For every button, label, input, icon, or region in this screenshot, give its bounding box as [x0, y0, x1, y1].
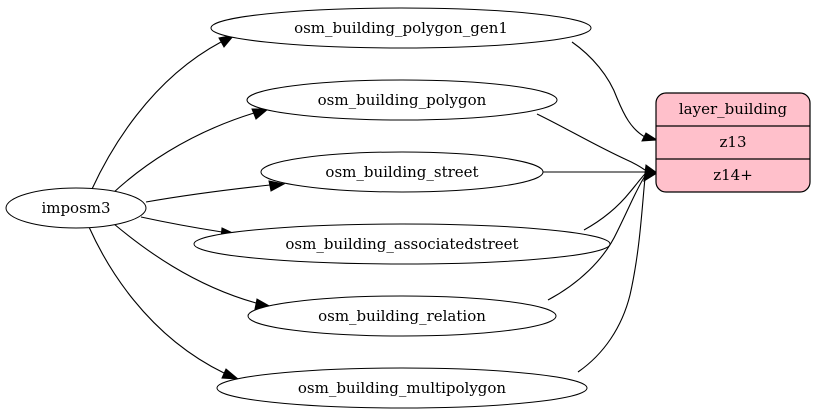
arrowhead-polygon — [251, 108, 270, 120]
node-osm-building-associatedstreet[interactable]: osm_building_associatedstreet — [193, 223, 611, 265]
osm-building-polygon-gen1-label: osm_building_polygon_gen1 — [294, 19, 508, 37]
osm-building-polygon-ellipse[interactable] — [246, 79, 558, 121]
node-osm-building-polygon-gen1[interactable]: osm_building_polygon_gen1 — [210, 7, 592, 49]
osm-building-polygon-label: osm_building_polygon — [318, 91, 487, 109]
layer-building-box[interactable] — [655, 92, 811, 193]
layer-building-z13-label: z13 — [720, 133, 747, 151]
node-imposm3[interactable]: imposm3 — [5, 187, 147, 229]
edge-imposm3-to-polygon — [112, 112, 255, 194]
osm-building-street-ellipse[interactable] — [260, 151, 544, 193]
node-layer-building[interactable]: layer_building z13 z14+ — [655, 92, 811, 193]
arrowhead-multipolygon — [221, 368, 240, 380]
arrowhead-street — [268, 180, 286, 192]
layer-building-z14plus-label: z14+ — [713, 166, 753, 184]
node-osm-building-polygon[interactable]: osm_building_polygon — [246, 79, 558, 121]
edge-imposm3-to-associatedstreet — [140, 216, 223, 233]
osm-building-polygon-gen1-ellipse[interactable] — [210, 7, 592, 49]
osm-building-multipolygon-label: osm_building_multipolygon — [298, 379, 507, 397]
osm-building-associatedstreet-ellipse[interactable] — [193, 223, 611, 265]
edge-associatedstreet-to-z14plus — [583, 173, 646, 231]
osm-building-associatedstreet-label: osm_building_associatedstreet — [285, 235, 518, 253]
edge-multipolygon-to-z14plus — [577, 177, 646, 373]
edge-imposm3-to-street — [145, 184, 271, 203]
node-osm-building-relation[interactable]: osm_building_relation — [247, 295, 557, 337]
edge-imposm3-to-relation — [113, 223, 257, 304]
edge-polygon-gen1-to-z13 — [571, 41, 646, 138]
edge-imposm3-to-multipolygon — [88, 226, 225, 374]
edge-group-tables-to-layer — [536, 41, 659, 373]
imposm3-ellipse[interactable] — [5, 187, 147, 229]
edge-imposm3-to-polygon-gen1 — [91, 41, 222, 190]
osm-building-multipolygon-ellipse[interactable] — [216, 367, 588, 409]
arrowhead-z13 — [641, 132, 659, 142]
imposm3-label: imposm3 — [41, 199, 110, 217]
osm-building-relation-label: osm_building_relation — [318, 307, 486, 325]
osm-building-street-label: osm_building_street — [325, 163, 478, 181]
edge-polygon-to-z14plus — [536, 113, 646, 171]
layer-building-name-label: layer_building — [679, 100, 788, 118]
node-osm-building-street[interactable]: osm_building_street — [260, 151, 544, 193]
edge-relation-to-z14plus — [547, 175, 646, 301]
node-osm-building-multipolygon[interactable]: osm_building_multipolygon — [216, 367, 588, 409]
arrowhead-z14plus — [643, 164, 658, 182]
osm-building-relation-ellipse[interactable] — [247, 295, 557, 337]
